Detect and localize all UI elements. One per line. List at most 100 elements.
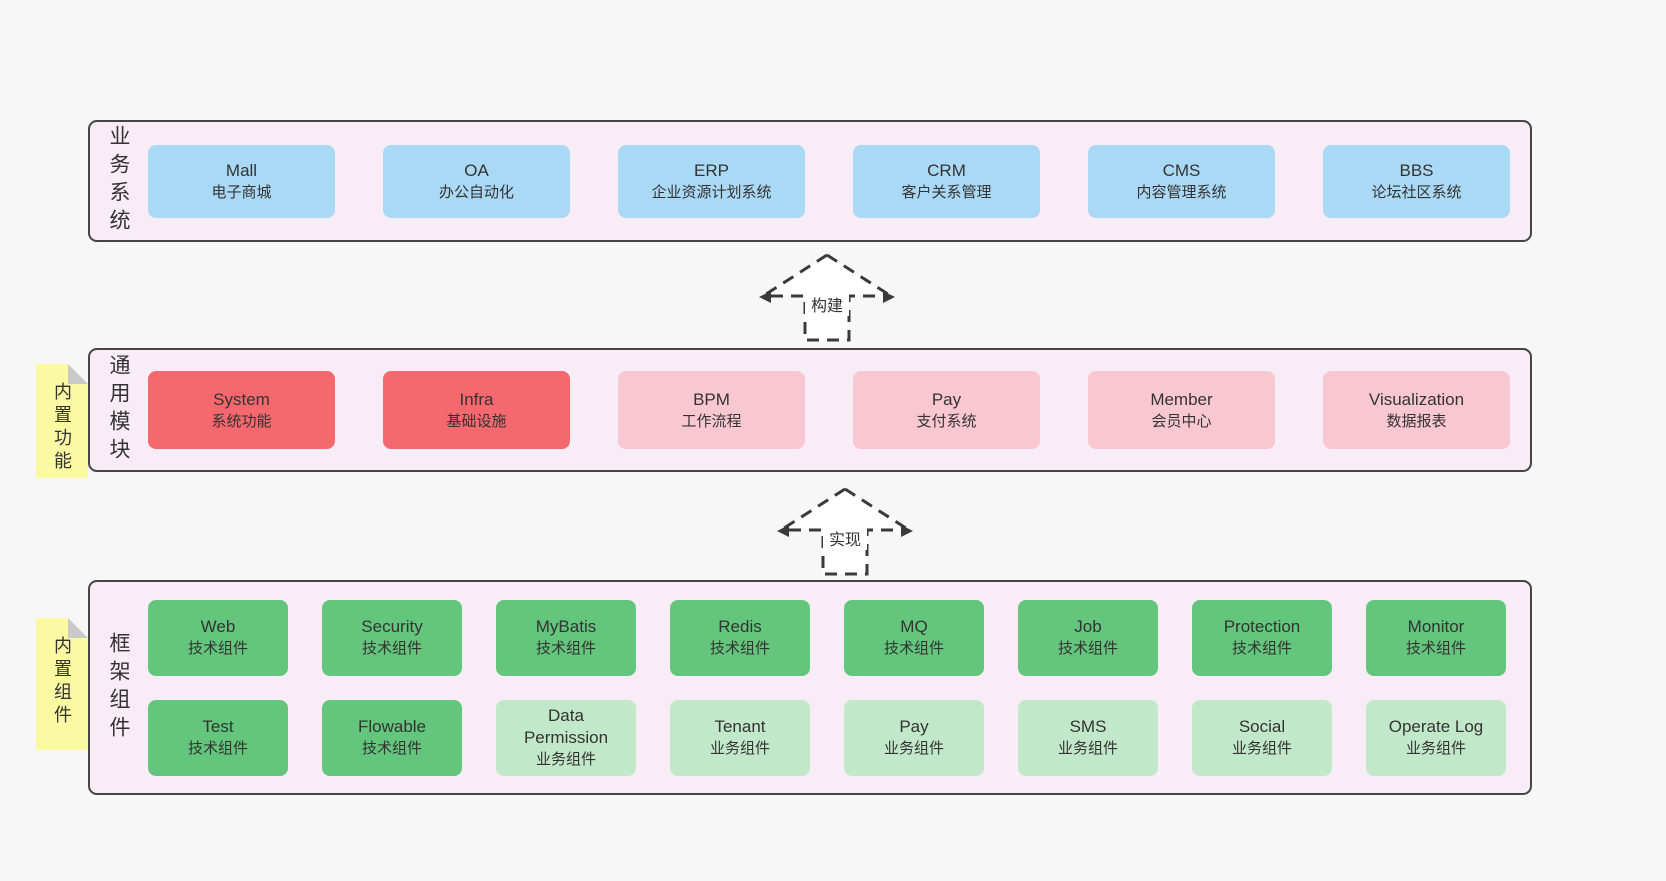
module-desc: 支付系统 [916, 412, 977, 430]
module-box-social: Social 业务组件 [1192, 699, 1332, 776]
module-desc: 技术组件 [361, 640, 422, 658]
module-name: Flowable [357, 717, 427, 736]
module-name: Test [202, 717, 234, 736]
module-desc: 技术组件 [883, 640, 944, 658]
sticky-note-built-in-features: 内置功能 [36, 364, 88, 478]
sticky-note-text: 内置功能 [52, 382, 72, 474]
layer-business-systems: 业务系统 Mall 电子商城 OA 办公自动化 ERP 企业资源计划系统 CRM 客户关系管理… [88, 120, 1532, 242]
module-box-tenant: Tenant 业务组件 [670, 699, 810, 776]
module-desc: 技术组件 [535, 640, 596, 658]
module-desc: 系统功能 [211, 412, 272, 430]
module-box-web: Web 技术组件 [148, 599, 288, 676]
layer-rows: Mall 电子商城 OA 办公自动化 ERP 企业资源计划系统 CRM 客户关系管理 CMS 内容… [148, 122, 1518, 240]
module-box-mall: Mall 电子商城 [148, 144, 335, 218]
module-name: Member [1150, 389, 1213, 409]
module-box-system: System 系统功能 [148, 371, 335, 449]
module-box-mq: MQ 技术组件 [844, 599, 984, 676]
module-desc: 数据报表 [1386, 412, 1447, 430]
module-desc: 论坛社区系统 [1371, 183, 1462, 201]
module-box-pay: Pay 支付系统 [853, 371, 1040, 449]
module-desc: 业务组件 [709, 740, 770, 758]
module-name: Web [200, 617, 236, 636]
module-name: Pay [899, 717, 929, 736]
module-box-erp: ERP 企业资源计划系统 [618, 144, 805, 218]
module-name: CRM [927, 160, 966, 180]
module-desc: 技术组件 [1057, 640, 1118, 658]
module-name: ERP [694, 160, 729, 180]
module-name: Security [361, 617, 423, 636]
module-name: BPM [693, 389, 730, 409]
module-box-operate-log: Operate Log 业务组件 [1366, 699, 1506, 776]
module-box-bbs: BBS 论坛社区系统 [1323, 144, 1510, 218]
module-desc: 客户关系管理 [901, 183, 992, 201]
module-name: Social [1238, 717, 1286, 736]
module-name: Tenant [714, 717, 766, 736]
module-desc: 会员中心 [1151, 412, 1212, 430]
module-box-bpm: BPM 工作流程 [618, 371, 805, 449]
implement-arrow-icon: 实现 [777, 487, 913, 576]
module-name: Job [1074, 617, 1102, 636]
module-box-crm: CRM 客户关系管理 [853, 144, 1040, 218]
module-name: CMS [1162, 160, 1201, 180]
module-box-member: Member 会员中心 [1088, 371, 1275, 449]
module-desc: 工作流程 [681, 412, 742, 430]
module-desc: 办公自动化 [438, 183, 514, 201]
module-box-pay: Pay 业务组件 [844, 699, 984, 776]
build-arrow-label: 构建 [811, 297, 843, 315]
module-name: Redis [718, 617, 762, 636]
module-desc: 内容管理系统 [1136, 183, 1227, 201]
module-name: OA [464, 160, 489, 180]
module-desc: 基础设施 [446, 412, 507, 430]
module-box-flowable: Flowable 技术组件 [322, 699, 462, 776]
module-name: MQ [900, 617, 928, 636]
module-row: Mall 电子商城 OA 办公自动化 ERP 企业资源计划系统 CRM 客户关系管理 CMS 内容… [148, 144, 1518, 218]
module-name: Visualization [1368, 389, 1465, 409]
module-desc: 技术组件 [361, 740, 422, 758]
module-name: Protection [1223, 617, 1301, 636]
module-desc: 技术组件 [709, 640, 770, 658]
module-desc: 业务组件 [535, 750, 596, 768]
layer-framework-components: 框架组件 Web 技术组件 Security 技术组件 MyBatis 技术组件 Redis… [88, 580, 1532, 795]
module-name: SMS [1069, 717, 1107, 736]
sticky-note-text: 内置组件 [52, 636, 72, 728]
module-name: System [213, 389, 270, 409]
module-name: Monitor [1407, 617, 1465, 636]
implement-arrow-label: 实现 [829, 531, 861, 549]
module-desc: 业务组件 [883, 740, 944, 758]
module-desc: 企业资源计划系统 [651, 183, 772, 201]
module-box-visualization: Visualization 数据报表 [1323, 371, 1510, 449]
module-desc: 业务组件 [1231, 740, 1292, 758]
module-box-mybatis: MyBatis 技术组件 [496, 599, 636, 676]
module-box-data-permission: Data Permission 业务组件 [496, 699, 636, 776]
layer-label-modules: 通用模块 [107, 354, 130, 466]
module-desc: 业务组件 [1057, 740, 1118, 758]
module-name: Operate Log [1388, 717, 1484, 736]
module-name: Pay [931, 389, 962, 409]
module-box-sms: SMS 业务组件 [1018, 699, 1158, 776]
sticky-note-built-in-components: 内置组件 [36, 618, 88, 750]
module-box-security: Security 技术组件 [322, 599, 462, 676]
module-name: MyBatis [535, 617, 597, 636]
build-arrow-icon: 构建 [759, 253, 895, 342]
module-desc: 电子商城 [211, 183, 272, 201]
module-box-job: Job 技术组件 [1018, 599, 1158, 676]
module-name: BBS [1399, 160, 1434, 180]
module-desc: 业务组件 [1405, 740, 1466, 758]
module-desc: 技术组件 [187, 640, 248, 658]
module-name: Data Permission [523, 706, 609, 747]
module-desc: 技术组件 [1231, 640, 1292, 658]
layer-label-business: 业务系统 [107, 125, 130, 237]
module-name: Mall [225, 160, 258, 180]
module-box-cms: CMS 内容管理系统 [1088, 144, 1275, 218]
layer-label-components: 框架组件 [107, 631, 130, 744]
